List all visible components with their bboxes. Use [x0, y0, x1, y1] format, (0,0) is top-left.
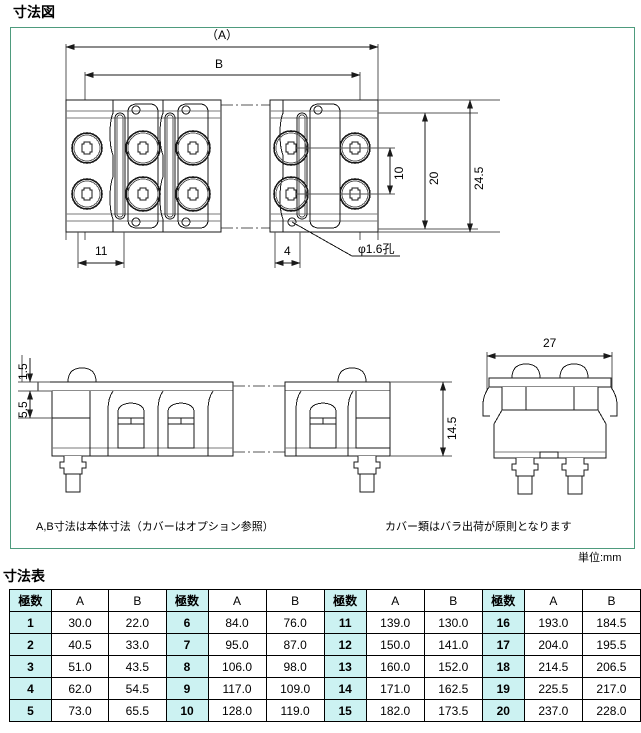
- hole-note-label: φ1.6孔: [358, 242, 395, 256]
- table-cell-b: 141.0: [423, 633, 483, 656]
- dimension-label-27: 27: [543, 336, 557, 350]
- table-cell-a: 128.0: [207, 699, 267, 722]
- table-section-title: 寸法表: [3, 568, 45, 584]
- table-cell-poles: 4: [9, 677, 52, 700]
- table-cell-poles: 16: [481, 611, 525, 634]
- table-cell-b: 87.0: [265, 633, 325, 656]
- dimension-label-5-5: 5.5: [16, 401, 30, 418]
- table-cell-b: 217.0: [581, 677, 641, 700]
- table-header-poles: 極数: [9, 589, 52, 612]
- table-cell-a: 106.0: [207, 655, 267, 678]
- table-cell-poles: 1: [9, 611, 52, 634]
- table-cell-b: 76.0: [265, 611, 325, 634]
- table-cell-a: 117.0: [207, 677, 267, 700]
- dimension-label-14-5: 14.5: [445, 416, 459, 440]
- dimension-label-11: 11: [95, 244, 108, 258]
- table-header-a: A: [50, 589, 110, 612]
- table-cell-poles: 13: [323, 655, 367, 678]
- table-cell-b: 162.5: [423, 677, 483, 700]
- table-cell-a: 139.0: [365, 611, 425, 634]
- table-cell-a: 182.0: [365, 699, 425, 722]
- table-header-b: B: [581, 589, 641, 612]
- table-cell-b: 173.5: [423, 699, 483, 722]
- table-cell-poles: 17: [481, 633, 525, 656]
- table-cell-poles: 20: [481, 699, 525, 722]
- table-cell-b: 228.0: [581, 699, 641, 722]
- table-header-a: A: [207, 589, 267, 612]
- table-cell-poles: 6: [165, 611, 209, 634]
- table-header-poles: 極数: [323, 589, 367, 612]
- table-cell-b: 65.5: [108, 699, 167, 722]
- dimension-label-4: 4: [284, 244, 291, 258]
- table-cell-a: 73.0: [50, 699, 110, 722]
- table-cell-poles: 15: [323, 699, 367, 722]
- dimension-label-a: （A）: [206, 28, 239, 42]
- drawing-section-title: 寸法図: [13, 4, 55, 20]
- dimension-label-1-5: 1.5: [16, 363, 30, 380]
- dimension-drawing: [18, 44, 618, 495]
- table-cell-a: 84.0: [207, 611, 267, 634]
- table-cell-b: 119.0: [265, 699, 325, 722]
- table-cell-b: 130.0: [423, 611, 483, 634]
- table-cell-poles: 19: [481, 677, 525, 700]
- table-cell-b: 22.0: [108, 611, 167, 634]
- table-cell-a: 40.5: [50, 633, 110, 656]
- table-cell-poles: 12: [323, 633, 367, 656]
- table-cell-poles: 9: [165, 677, 209, 700]
- note-left: A,B寸法は本体寸法（カバーはオプション参照）: [36, 521, 274, 533]
- table-cell-b: 109.0: [265, 677, 325, 700]
- table-cell-a: 204.0: [523, 633, 583, 656]
- table-header-poles: 極数: [481, 589, 525, 612]
- table-cell-poles: 2: [9, 633, 52, 656]
- table-header-a: A: [365, 589, 425, 612]
- table-cell-a: 62.0: [50, 677, 110, 700]
- dimension-label-20: 20: [427, 171, 441, 185]
- table-cell-a: 237.0: [523, 699, 583, 722]
- table-cell-poles: 18: [481, 655, 525, 678]
- table-cell-poles: 3: [9, 655, 52, 678]
- table-header-b: B: [423, 589, 483, 612]
- table-cell-poles: 11: [323, 611, 367, 634]
- table-cell-poles: 14: [323, 677, 367, 700]
- dimension-label-24-5: 24.5: [472, 166, 486, 190]
- table-cell-a: 30.0: [50, 611, 110, 634]
- table-cell-a: 193.0: [523, 611, 583, 634]
- table-header-poles: 極数: [165, 589, 209, 612]
- table-cell-b: 98.0: [265, 655, 325, 678]
- table-cell-a: 160.0: [365, 655, 425, 678]
- table-cell-a: 171.0: [365, 677, 425, 700]
- dimension-label-10: 10: [392, 166, 406, 180]
- table-cell-poles: 5: [9, 699, 52, 722]
- table-cell-b: 54.5: [108, 677, 167, 700]
- dimension-label-b: B: [215, 57, 224, 71]
- table-cell-poles: 7: [165, 633, 209, 656]
- table-cell-a: 51.0: [50, 655, 110, 678]
- table-cell-a: 214.5: [523, 655, 583, 678]
- table-cell-b: 195.5: [581, 633, 641, 656]
- table-cell-a: 95.0: [207, 633, 267, 656]
- table-cell-poles: 10: [165, 699, 209, 722]
- unit-note: 単位:mm: [578, 552, 622, 564]
- table-cell-a: 225.5: [523, 677, 583, 700]
- table-cell-b: 152.0: [423, 655, 483, 678]
- table-cell-b: 184.5: [581, 611, 641, 634]
- table-header-a: A: [523, 589, 583, 612]
- table-cell-a: 150.0: [365, 633, 425, 656]
- note-right: カバー類はバラ出荷が原則となります: [385, 521, 572, 533]
- table-header-b: B: [265, 589, 325, 612]
- table-cell-poles: 8: [165, 655, 209, 678]
- table-header-b: B: [108, 589, 167, 612]
- table-cell-b: 33.0: [108, 633, 167, 656]
- table-cell-b: 206.5: [581, 655, 641, 678]
- drawing-frame: [10, 27, 635, 549]
- table-cell-b: 43.5: [108, 655, 167, 678]
